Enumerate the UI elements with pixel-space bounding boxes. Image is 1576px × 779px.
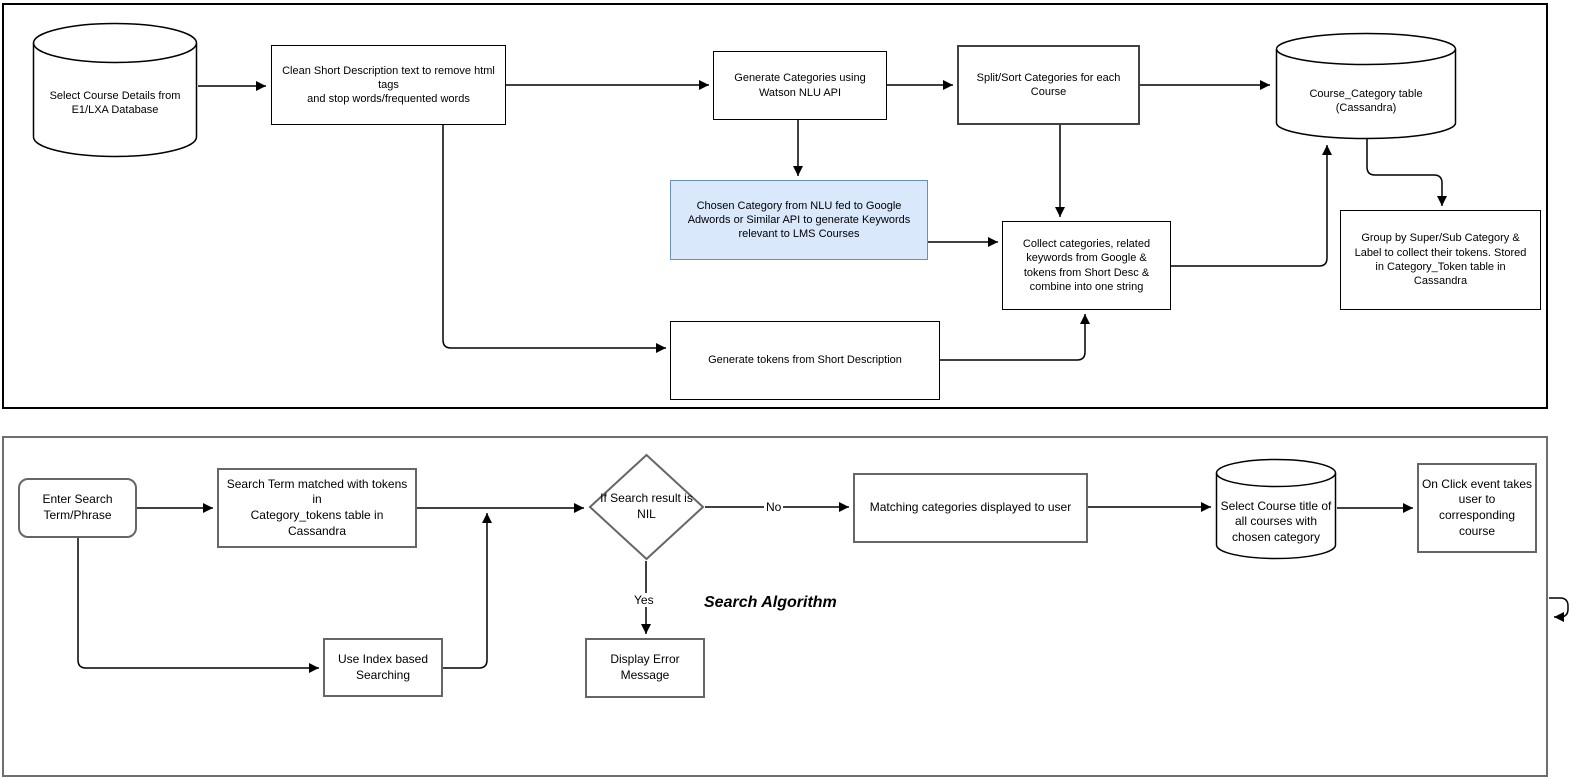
process-adwords-keywords-label: Chosen Category from NLU fed to Google A… — [687, 199, 911, 241]
process-generate-tokens: Generate tokens from Short Description — [670, 321, 940, 400]
process-collect-combine: Collect categories, related keywords fro… — [1002, 221, 1171, 310]
process-clean-short-description-label: Clean Short Description text to remove h… — [282, 64, 495, 106]
edge-label-yes: Yes — [632, 593, 656, 607]
process-generate-categories-nlu-label: Generate Categories using Watson NLU API — [734, 72, 866, 99]
db-select-course-details: Select Course Details from E1/LXA Databa… — [32, 22, 198, 158]
pipeline-panel — [2, 3, 1548, 409]
db-select-course-details-label: Select Course Details from E1/LXA Databa… — [49, 89, 181, 116]
process-onclick-course-label: On Click event takes user to correspondi… — [1421, 476, 1533, 538]
db-course-category-table: Course_Category table (Cassandra) — [1275, 32, 1457, 140]
process-collect-combine-label: Collect categories, related keywords fro… — [1022, 237, 1151, 293]
process-adwords-keywords: Chosen Category from NLU fed to Google A… — [670, 180, 928, 260]
process-group-store-tokens: Group by Super/Sub Category & Label to c… — [1340, 210, 1541, 310]
cylinder-icon — [1215, 458, 1337, 560]
cylinder-icon — [32, 22, 198, 158]
decision-search-result-nil: If Search result is NIL — [588, 453, 705, 561]
process-display-error-label: Display Error Message — [610, 652, 680, 682]
process-index-based-search-label: Use Index based Searching — [337, 651, 429, 682]
process-display-error: Display Error Message — [585, 638, 705, 698]
process-generate-categories-nlu: Generate Categories using Watson NLU API — [713, 51, 887, 120]
edge-label-no: No — [764, 500, 784, 514]
diamond-icon — [588, 453, 705, 561]
process-clean-short-description: Clean Short Description text to remove h… — [271, 45, 506, 125]
process-index-based-search: Use Index based Searching — [323, 638, 443, 697]
process-split-sort-categories-label: Split/Sort Categories for each Course — [976, 71, 1121, 98]
process-generate-tokens-label: Generate tokens from Short Description — [708, 354, 902, 367]
start-enter-search-term-label: Enter Search Term/Phrase — [42, 492, 113, 522]
process-show-matching-categories: Matching categories displayed to user — [853, 473, 1088, 543]
start-enter-search-term: Enter Search Term/Phrase — [18, 478, 137, 538]
process-split-sort-categories: Split/Sort Categories for each Course — [957, 45, 1140, 125]
process-onclick-course: On Click event takes user to correspondi… — [1417, 463, 1537, 553]
db-course-category-table-label: Course_Category table (Cassandra) — [1309, 87, 1423, 114]
search-panel — [2, 436, 1548, 777]
search-flow-title: Search Algorithm — [704, 594, 837, 611]
db-select-course-titles-label: Select Course title of all courses with … — [1220, 498, 1332, 544]
process-match-search-tokens-label: Search Term matched with tokens in Categ… — [226, 476, 408, 538]
process-match-search-tokens: Search Term matched with tokens in Categ… — [217, 468, 417, 548]
process-group-store-tokens-label: Group by Super/Sub Category & Label to c… — [1354, 232, 1527, 288]
self-loop-connector — [1549, 597, 1569, 622]
db-select-course-titles: Select Course title of all courses with … — [1215, 458, 1337, 560]
process-show-matching-categories-label: Matching categories displayed to user — [869, 500, 1072, 515]
cylinder-icon — [1275, 32, 1457, 140]
decision-search-result-nil-label: If Search result is NIL — [600, 491, 693, 521]
